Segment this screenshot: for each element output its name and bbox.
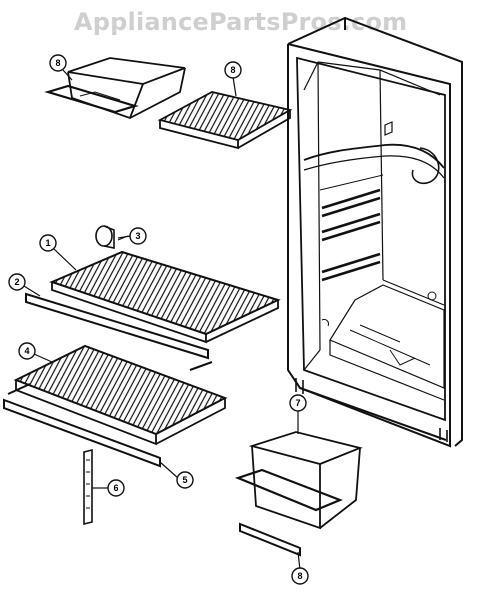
callout-6: 6 — [107, 479, 125, 497]
callout-3-label: 3 — [135, 231, 140, 241]
callout-2: 2 — [8, 273, 26, 291]
drawer-trim — [239, 522, 301, 557]
callout-8c: 8 — [291, 567, 309, 585]
callout-4: 4 — [18, 342, 36, 360]
shelf-support — [83, 448, 93, 526]
callout-8b: 8 — [224, 61, 242, 79]
callout-8a-label: 8 — [55, 58, 60, 68]
leader-lines — [23, 69, 301, 571]
shelf-trim — [25, 292, 209, 360]
refrigerator-cabinet — [287, 16, 463, 448]
callout-5: 5 — [176, 471, 194, 489]
callout-6-label: 6 — [113, 483, 118, 493]
callout-7: 7 — [289, 394, 307, 412]
callout-4-label: 4 — [24, 346, 29, 356]
callout-3: 3 — [129, 227, 147, 245]
shelf-front-trim — [3, 398, 161, 468]
callout-8b-label: 8 — [230, 65, 235, 75]
callout-2-label: 2 — [14, 277, 19, 287]
watermark-logo: AppliancePartsPros.com — [74, 8, 408, 36]
freezer-shelf — [157, 91, 293, 150]
callout-5-label: 5 — [182, 475, 187, 485]
callout-7-label: 7 — [295, 398, 300, 408]
callout-1-label: 1 — [45, 238, 50, 248]
callout-1: 1 — [39, 234, 57, 252]
callout-8a: 8 — [49, 54, 67, 72]
main-shelf-upper — [49, 250, 281, 344]
crisper-drawer — [234, 431, 363, 530]
callout-8c-label: 8 — [297, 571, 302, 581]
main-shelf-lower — [7, 344, 228, 446]
freezer-drawer — [44, 57, 186, 120]
